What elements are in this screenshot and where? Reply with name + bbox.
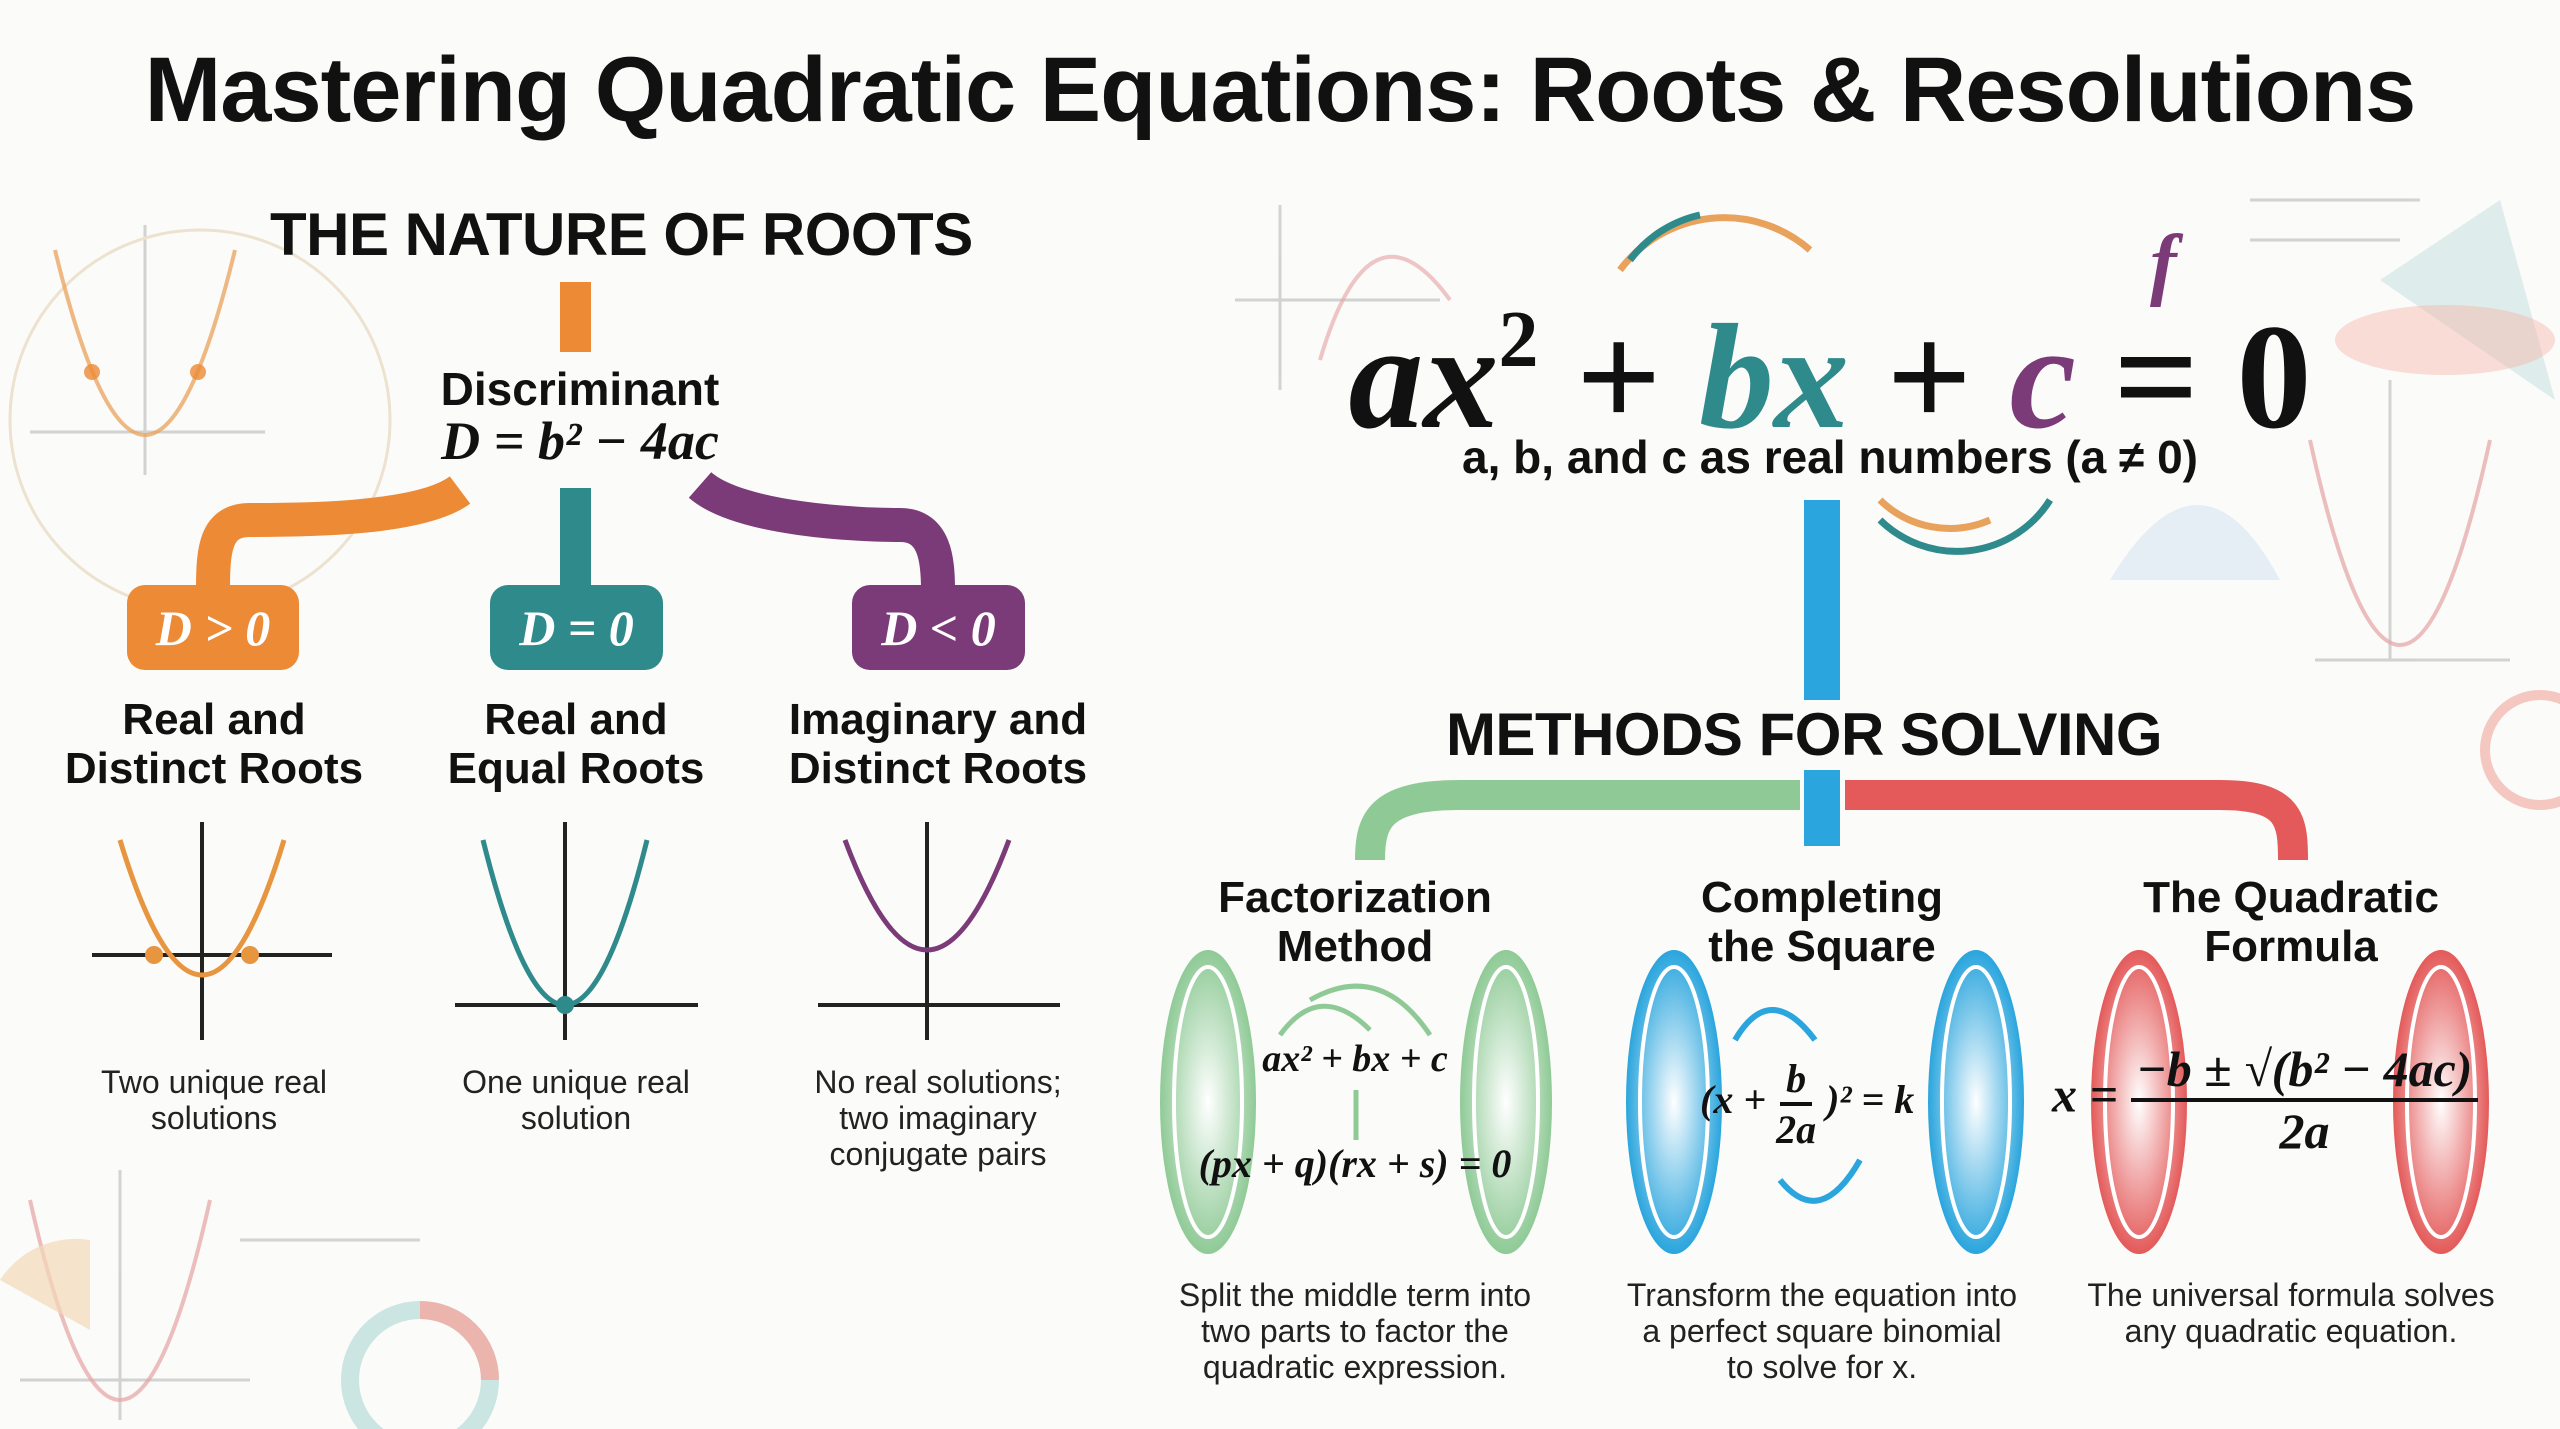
methods-heading: METHODS FOR SOLVING [1445, 701, 2163, 768]
discriminant-connectors [196, 282, 955, 591]
teal-stem [560, 488, 591, 588]
factor-formula-bottom: (px + q)(rx + s) = 0 [1198, 1141, 1512, 1186]
factor-arrows [1277, 983, 1433, 1140]
discriminant-formula: D = b² − 4ac [441, 411, 719, 471]
orange-branch [196, 475, 471, 591]
page-title: Mastering Quadratic Equations: Roots & R… [144, 39, 2417, 141]
red-rings [2091, 950, 2489, 1254]
case-d-negative-badge: D < 0 [852, 585, 1025, 670]
equation-subtitle: a, b, and c as real numbers (a ≠ 0) [1462, 431, 2198, 483]
graph-one-root [455, 822, 698, 1040]
blue-stem-lower [1804, 770, 1840, 846]
green-rings [1160, 950, 1552, 1254]
case-d-positive-badge: D > 0 [127, 585, 299, 670]
nature-of-roots-heading: THE NATURE OF ROOTS [270, 201, 973, 268]
case-d-zero-badge: D = 0 [490, 585, 663, 670]
square-arrows [1732, 1007, 1863, 1204]
methods-connectors [1355, 500, 2308, 861]
case-graphs [92, 822, 1060, 1040]
blue-rings [1626, 950, 2024, 1254]
purple-branch [688, 471, 955, 591]
red-branch [1845, 780, 2308, 861]
standard-form-equation: ax2 + bx + c = 0 [1348, 294, 2312, 460]
discriminant-label: Discriminant [440, 363, 720, 415]
orange-stem [560, 282, 591, 352]
blue-stem [1804, 500, 1840, 700]
factor-formula-top: ax² + bx + c [1262, 1038, 1448, 1080]
graph-no-real-roots [818, 822, 1060, 1040]
green-branch [1355, 780, 1800, 861]
quadratic-formula: x = −b ± √(b² − 4ac)2a [2052, 1040, 2479, 1160]
graph-two-roots [92, 822, 332, 1040]
